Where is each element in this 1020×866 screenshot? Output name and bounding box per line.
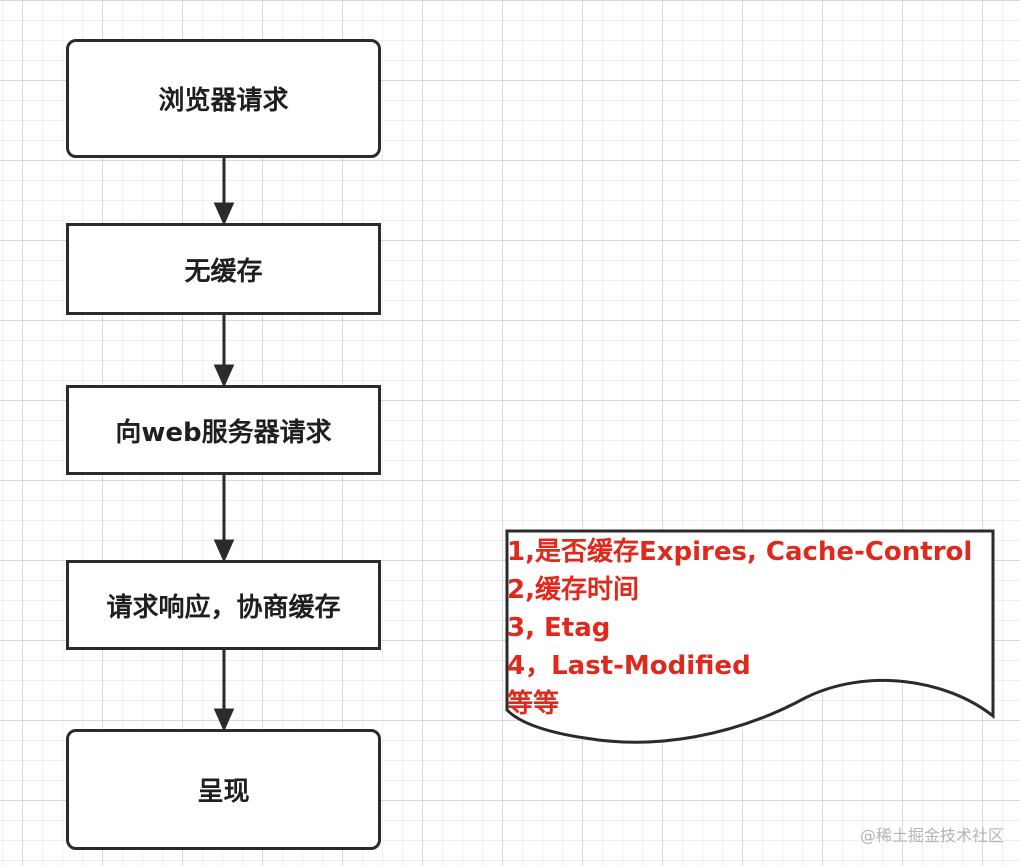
- note-line-2: 2,缓存时间: [507, 575, 639, 605]
- document-note-shape: [505, 529, 995, 744]
- arrowhead-3-4: [213, 539, 235, 563]
- note-line-5: 等等: [507, 689, 560, 719]
- cache-notes: 1,是否缓存Expires, Cache-Control 2,缓存时间 3, E…: [507, 533, 993, 723]
- step-response-negotiate-cache: 请求响应，协商缓存: [66, 560, 381, 650]
- watermark: @稀土掘金技术社区: [859, 826, 1004, 845]
- step-label: 请求响应，协商缓存: [106, 592, 341, 623]
- step-request-web-server: 向web服务器请求: [66, 385, 381, 475]
- step-label: 无缓存: [184, 256, 263, 287]
- step-no-cache: 无缓存: [66, 223, 381, 315]
- step-browser-request: 浏览器请求: [66, 39, 381, 158]
- arrowhead-2-3: [213, 364, 235, 388]
- step-label: 浏览器请求: [158, 86, 289, 116]
- arrowhead-1-2: [213, 202, 235, 226]
- step-label: 呈现: [197, 777, 250, 807]
- note-line-1: 1,是否缓存Expires, Cache-Control: [507, 537, 973, 567]
- arrowhead-4-5: [213, 708, 235, 732]
- step-render: 呈现: [66, 729, 381, 850]
- note-line-4: 4，Last-Modified: [507, 651, 751, 681]
- step-label: 向web服务器请求: [115, 417, 332, 448]
- note-line-3: 3, Etag: [507, 613, 611, 643]
